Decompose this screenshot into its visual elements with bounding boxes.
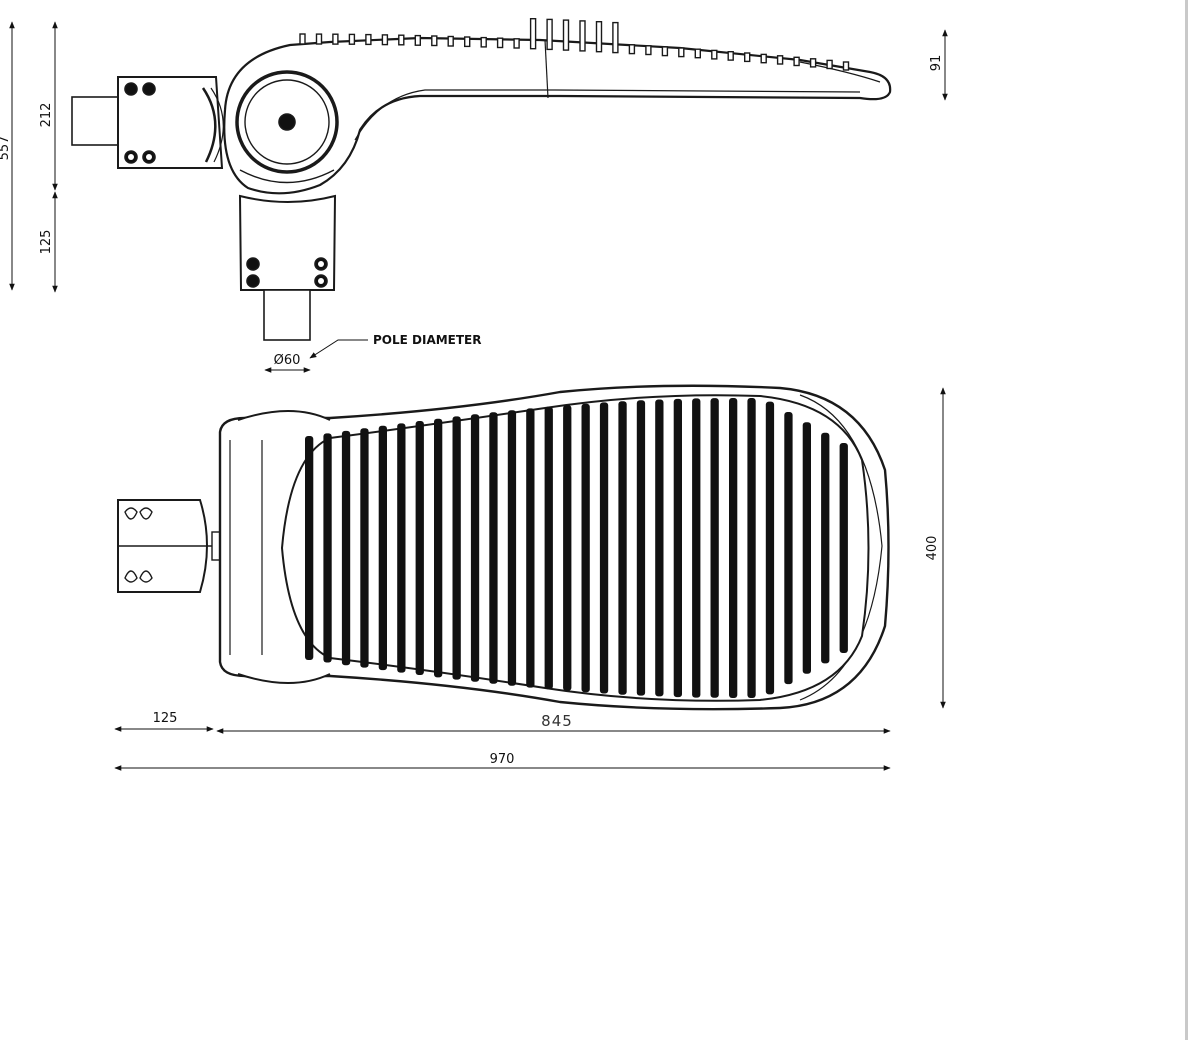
dim-upper-height: 212	[39, 103, 54, 128]
side-fin	[826, 59, 833, 70]
side-fin	[414, 34, 421, 46]
side-fin	[694, 48, 701, 59]
top-fin	[692, 398, 701, 698]
top-fin	[784, 412, 793, 685]
top-fin	[802, 422, 811, 674]
top-fin	[618, 401, 627, 695]
dim-body-length: 845	[541, 712, 573, 730]
top-cooling-fins	[305, 398, 848, 698]
side-view	[71, 18, 892, 341]
side-cooling-fins	[299, 18, 850, 71]
side-mount-bracket-left	[117, 76, 224, 169]
top-fin	[378, 425, 387, 671]
side-pole-stub-left	[71, 96, 119, 146]
side-dimensions	[9, 21, 948, 373]
top-fin	[526, 408, 535, 688]
top-fin	[581, 403, 590, 693]
side-mount-bracket-lower	[238, 194, 337, 341]
side-fin	[793, 56, 800, 67]
side-fin	[464, 36, 471, 48]
side-fin	[842, 61, 850, 71]
top-fin	[673, 398, 682, 698]
pole-diameter-value: Ø60	[274, 353, 301, 368]
top-fin	[544, 406, 553, 690]
dim-width: 400	[925, 536, 940, 561]
side-fin	[398, 34, 405, 46]
side-fin	[513, 38, 520, 49]
side-fin	[727, 51, 734, 61]
top-fin	[765, 401, 775, 695]
side-fin	[776, 55, 784, 65]
top-fin	[636, 400, 646, 696]
side-fin	[496, 37, 504, 49]
side-fin	[348, 33, 356, 45]
side-fin	[711, 49, 718, 60]
side-fin	[809, 58, 817, 68]
dim-lower-height: 125	[39, 230, 54, 255]
top-fin	[710, 398, 719, 698]
top-fin	[489, 412, 498, 684]
side-fin	[381, 34, 389, 46]
side-fin	[562, 19, 570, 51]
top-fin	[839, 443, 848, 653]
side-fin	[431, 35, 438, 47]
side-fin	[529, 18, 537, 50]
dim-head-height: 91	[929, 55, 944, 72]
dim-total-length: 970	[490, 752, 515, 767]
side-fin	[480, 36, 487, 48]
top-fin	[341, 430, 351, 666]
side-fin	[546, 18, 553, 51]
top-fin	[729, 398, 738, 698]
side-fin	[595, 21, 603, 53]
top-fin	[452, 416, 461, 680]
side-fin	[365, 33, 372, 46]
top-fin	[323, 433, 332, 663]
top-fin	[470, 414, 480, 682]
top-fin	[821, 432, 830, 664]
dim-mount-length: 125	[153, 711, 178, 726]
side-fin	[447, 35, 454, 47]
side-fin	[645, 45, 652, 56]
side-fin	[579, 20, 586, 52]
top-fin	[747, 398, 756, 698]
top-fin	[397, 423, 406, 673]
top-fin	[599, 402, 609, 694]
pole-diameter-label: POLE DIAMETER	[373, 333, 482, 347]
side-housing	[223, 36, 892, 195]
top-dimensions	[114, 387, 946, 771]
top-mount-bracket	[117, 499, 227, 593]
side-fin	[628, 44, 636, 55]
side-fin	[612, 21, 619, 54]
top-view	[117, 384, 890, 711]
side-fin	[299, 33, 306, 45]
top-fin	[563, 405, 572, 691]
top-fin	[360, 428, 369, 668]
side-fin	[678, 47, 685, 58]
dim-total-height: 557	[0, 136, 12, 161]
top-heatsink-panel	[280, 394, 870, 702]
side-fin	[315, 33, 323, 45]
side-fin	[332, 33, 339, 45]
scan-edge	[1185, 0, 1188, 1040]
top-fin	[305, 436, 314, 660]
side-fin	[661, 46, 669, 57]
top-fin	[434, 418, 443, 678]
top-fin	[507, 410, 517, 686]
top-fin	[415, 421, 424, 675]
side-fin	[760, 53, 767, 64]
top-fin	[655, 399, 664, 697]
side-fin	[744, 52, 751, 63]
